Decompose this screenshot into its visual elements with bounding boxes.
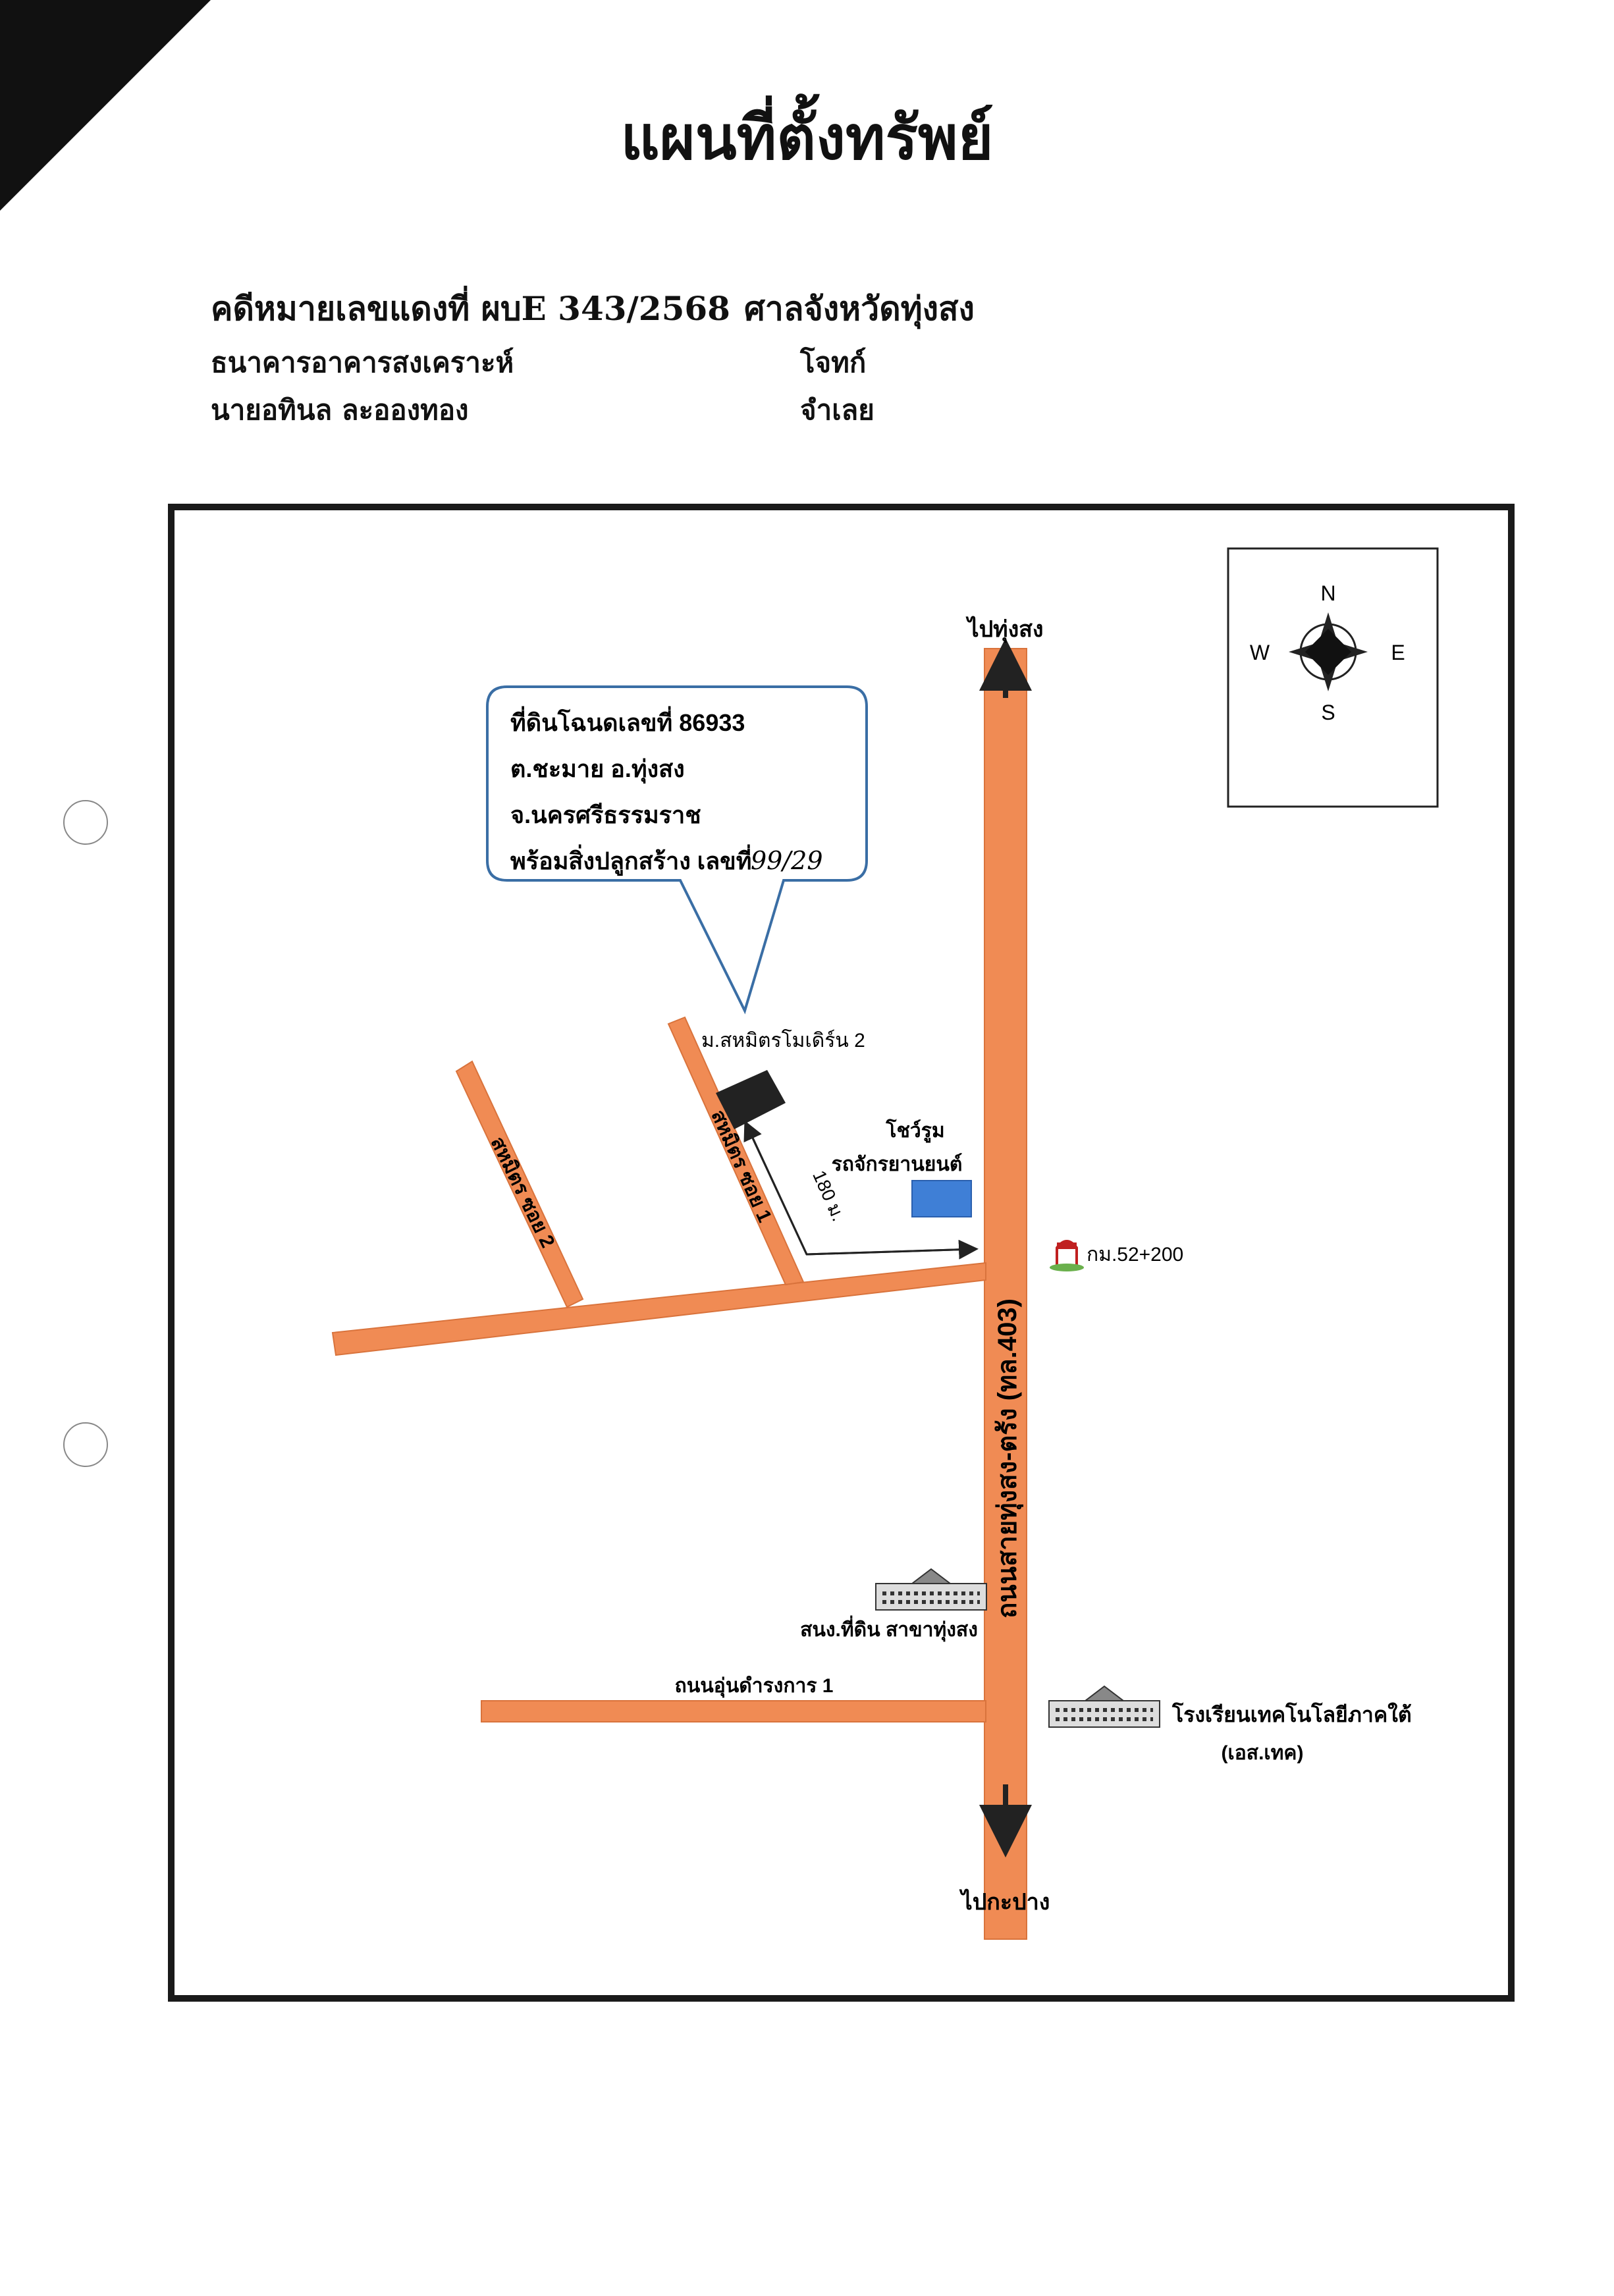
label-school-1: โรงเรียนเทคโนโลยีภาคใต้ bbox=[1171, 1702, 1412, 1726]
land-office-building-icon bbox=[875, 1568, 987, 1611]
compass-rose: N S W E bbox=[1227, 547, 1439, 808]
road-soi-2 bbox=[455, 1060, 584, 1308]
page-title: แผนที่ตั้งทรัพย์ bbox=[620, 102, 994, 173]
callout-line-2: ต.ชะมาย อ.ทุ่งสง bbox=[510, 755, 685, 784]
label-km-post: กม.52+200 bbox=[1087, 1244, 1183, 1266]
road-soi-1 bbox=[667, 1016, 805, 1286]
label-main-road: ถนนสายทุ่งสง-ตรัง (ทล.403) bbox=[993, 1298, 1024, 1618]
km-post-icon bbox=[1050, 1240, 1084, 1271]
compass-n-label: N bbox=[1320, 581, 1335, 605]
callout-line-4: พร้อมสิ่งปลูกสร้าง เลขที่ bbox=[510, 844, 752, 876]
school-building-icon bbox=[1048, 1685, 1160, 1728]
road-highway-403 bbox=[984, 648, 1027, 1940]
plaintiff-role: โจทก์ bbox=[800, 346, 867, 379]
label-village: ม.สหมิตรโมเดิร์น 2 bbox=[701, 1028, 865, 1052]
callout-line-1: ที่ดินโฉนดเลขที่ 86933 bbox=[510, 706, 745, 736]
label-land-office: สนง.ที่ดิน สาขาทุ่งสง bbox=[800, 1615, 978, 1642]
roads bbox=[331, 648, 1027, 1940]
label-to-thung-song: ไปทุ่งสง bbox=[965, 616, 1043, 643]
punch-hole-upper bbox=[63, 800, 108, 845]
label-side-road: ถนนอุ่นดำรงการ 1 bbox=[675, 1675, 834, 1698]
label-distance: 180 ม. bbox=[809, 1167, 849, 1224]
property-parcel bbox=[716, 1070, 786, 1129]
road-undamrongkan-1 bbox=[481, 1700, 986, 1722]
road-main-west bbox=[331, 1262, 986, 1356]
defendant-name: นายอทินล ละอองทอง bbox=[211, 394, 469, 426]
compass-s-label: S bbox=[1321, 701, 1335, 724]
map-frame: N S W E bbox=[168, 504, 1515, 2002]
showroom-marker bbox=[911, 1180, 972, 1217]
compass-w-label: W bbox=[1250, 641, 1270, 664]
callout-bubble bbox=[486, 685, 868, 1015]
label-showroom-2: รถจักรยานยนต์ bbox=[832, 1153, 963, 1175]
label-soi-2: สหมิตร ซอย 2 bbox=[487, 1133, 559, 1251]
plaintiff-name: ธนาคารอาคารสงเคราะห์ bbox=[211, 346, 514, 379]
label-to-kapang: ไปกะปาง bbox=[959, 1888, 1050, 1915]
label-showroom-1: โชว์รูม bbox=[885, 1118, 944, 1143]
callout-line-3: จ.นครศรีธรรมราช bbox=[510, 801, 701, 828]
defendant-role: จำเลย bbox=[800, 394, 874, 426]
label-school-2: (เอส.เทค) bbox=[1222, 1742, 1304, 1764]
callout-house-number: 99/29 bbox=[751, 846, 823, 875]
case-number: คดีหมายเลขแดงที่ ผบE 343/2568 bbox=[211, 289, 730, 328]
scan-corner-fold bbox=[0, 0, 211, 211]
punch-hole-lower bbox=[63, 1422, 108, 1467]
compass-e-label: E bbox=[1391, 641, 1405, 664]
court-name: ศาลจังหวัดทุ่งสง bbox=[744, 289, 975, 328]
map-canvas: N S W E bbox=[331, 547, 1439, 1940]
